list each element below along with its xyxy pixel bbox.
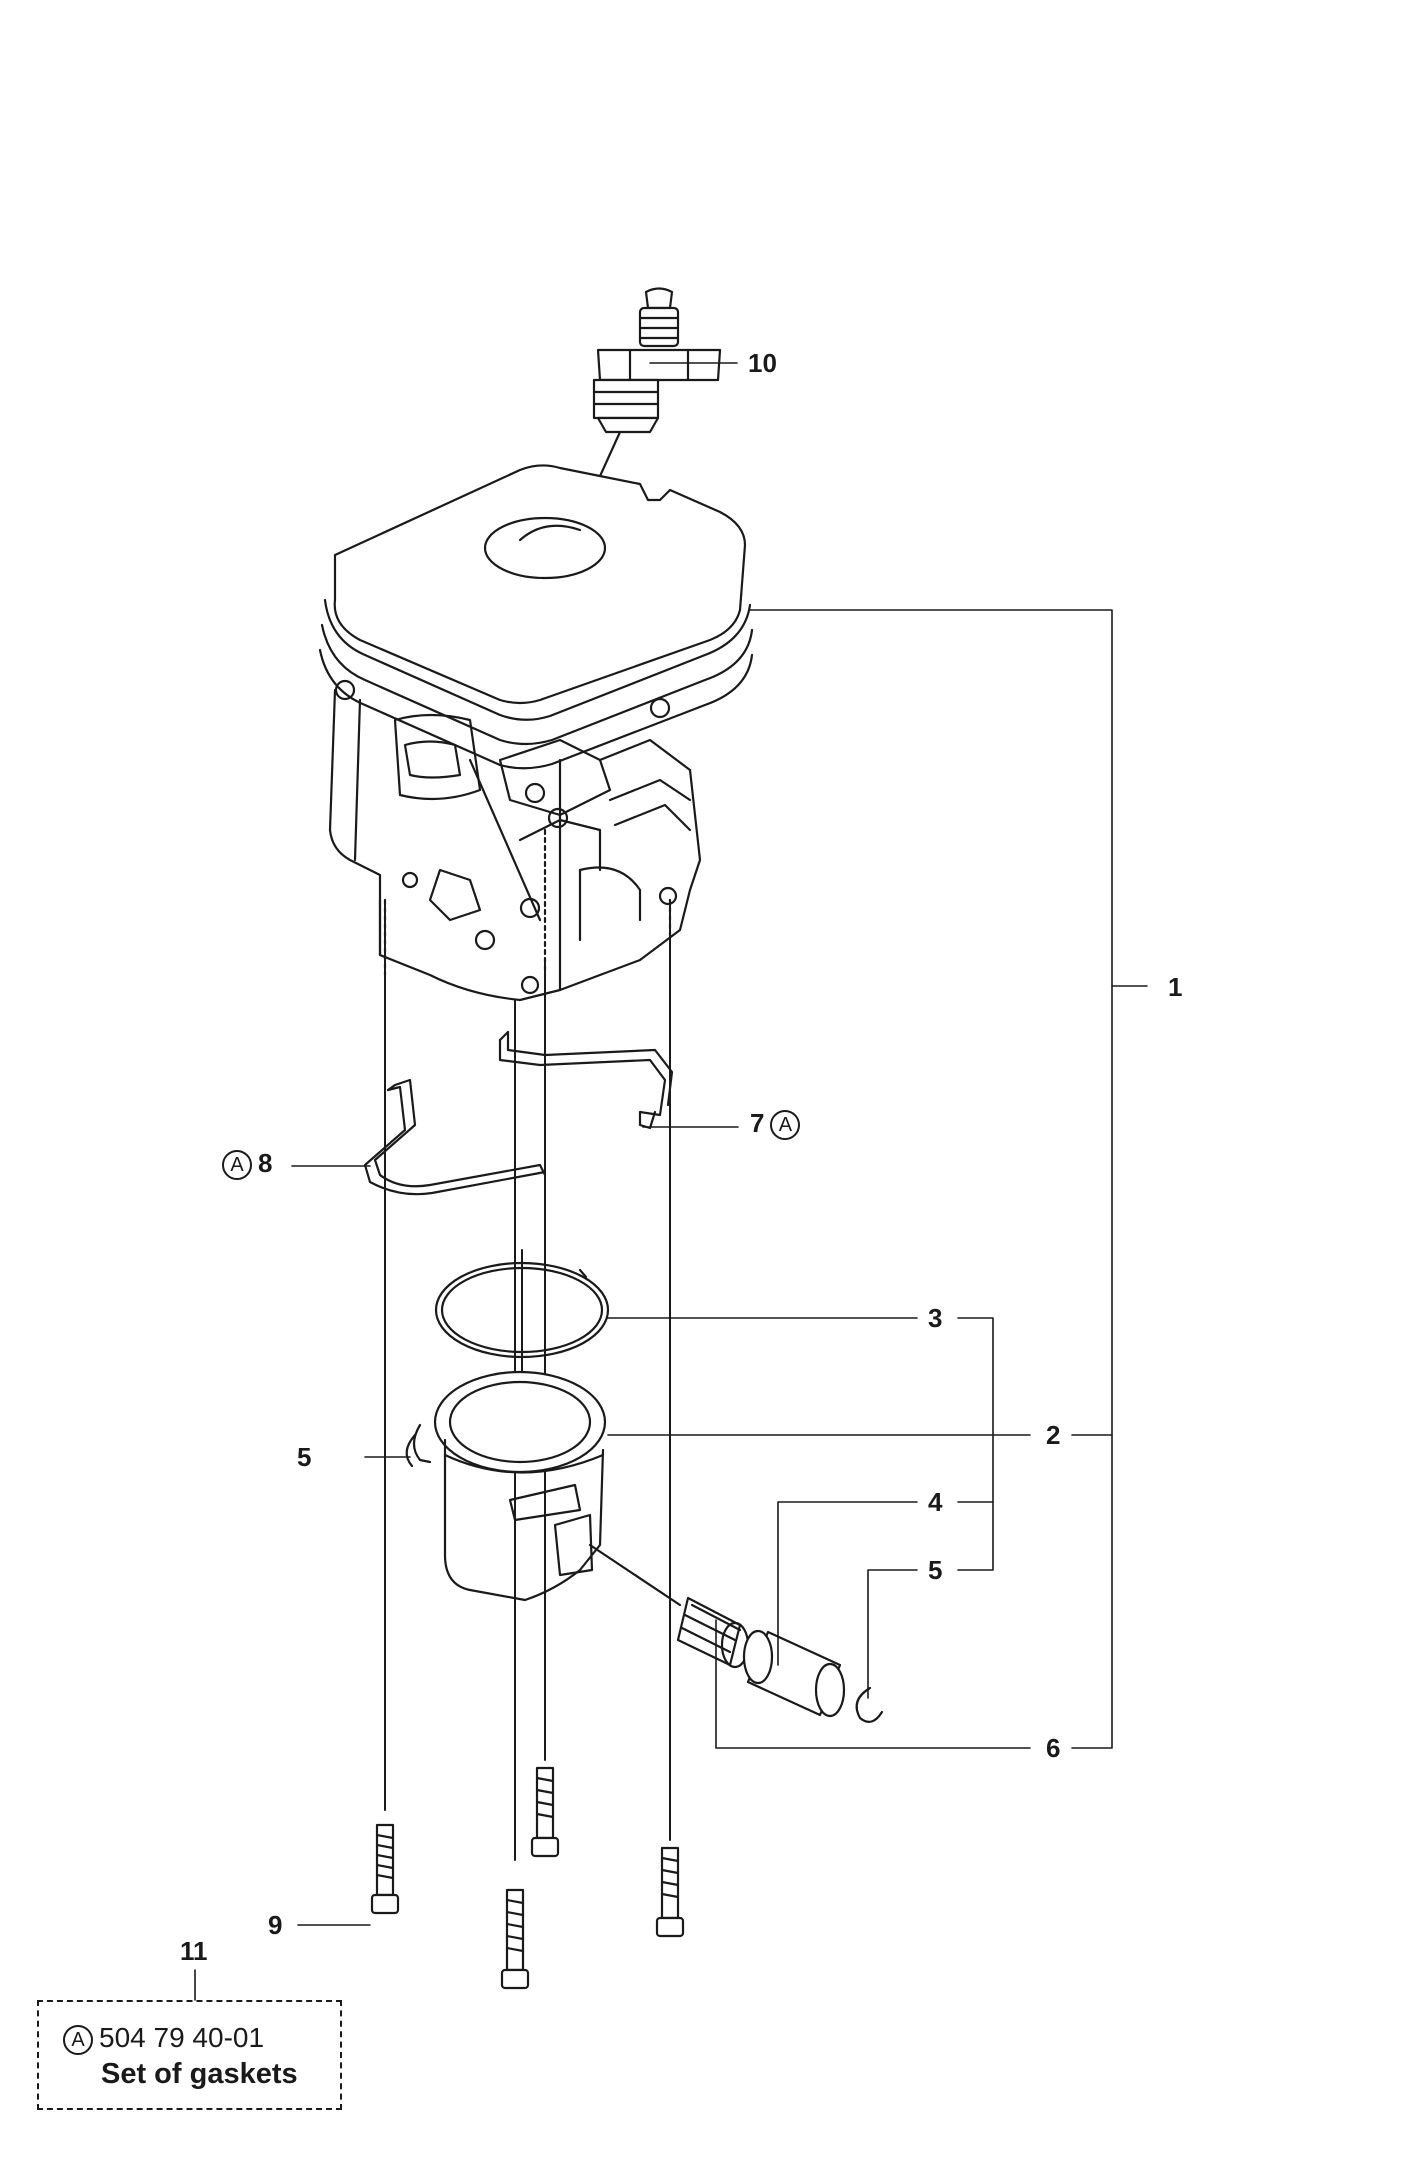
- callout-5-left: 5: [297, 1442, 312, 1472]
- callout-9: 9: [268, 1910, 283, 1940]
- callout-5-right: 5: [928, 1555, 943, 1585]
- callout-11: 11: [180, 1936, 208, 1966]
- gasket-8-drawing: [363, 1078, 547, 1196]
- leader-lines: [194, 362, 1148, 2001]
- gasket-7-drawing: [498, 1030, 674, 1130]
- circlips-drawing: [405, 1433, 884, 1723]
- badge-a-icon: A: [63, 2024, 93, 2055]
- cylinder-drawing: [318, 464, 754, 1002]
- piston-drawing: [412, 1370, 682, 1607]
- piston-ring-drawing: [434, 1261, 610, 1359]
- callout-1: 1: [1168, 972, 1183, 1002]
- assembly-axis-lines: [384, 899, 671, 1861]
- callout-3: 3: [928, 1303, 943, 1333]
- badge-a-icon: A: [222, 1150, 252, 1181]
- badge-a-icon: A: [770, 1110, 801, 1141]
- callout-6: 6: [1046, 1733, 1061, 1763]
- callout-2: 2: [1046, 1420, 1061, 1450]
- needle-bearing-drawing: [676, 1596, 750, 1669]
- kit-name: Set of gaskets: [101, 2058, 298, 2090]
- screws-drawing: [370, 1766, 685, 1990]
- piston-pin-drawing: [742, 1629, 846, 1718]
- spark-plug-drawing: [560, 287, 722, 562]
- callout-10: 10: [748, 348, 777, 378]
- callout-4: 4: [928, 1487, 943, 1517]
